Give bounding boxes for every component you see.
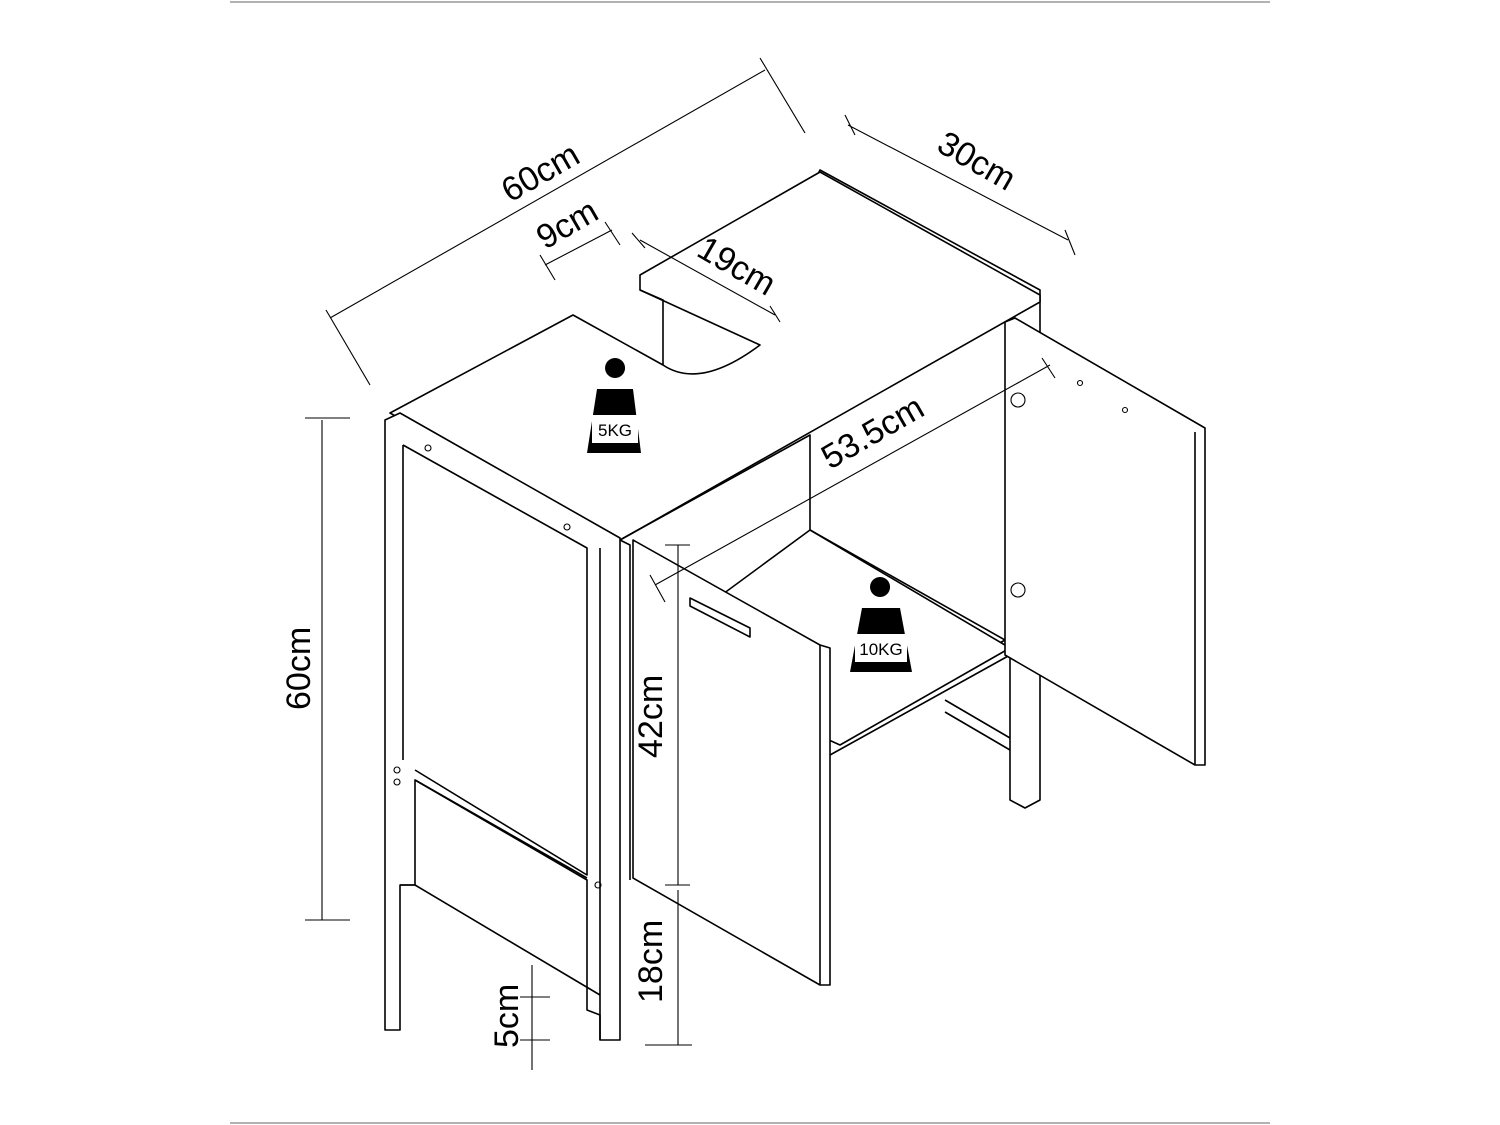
weight-icon bbox=[870, 577, 891, 597]
load-badge-top: 5KG bbox=[587, 358, 641, 453]
left-lower-rail bbox=[400, 779, 601, 996]
cutout-edge bbox=[639, 289, 664, 365]
hinge-hole bbox=[1010, 392, 1026, 408]
leg-dim-line bbox=[520, 965, 550, 1070]
offset-dim-line bbox=[539, 221, 621, 281]
screw-hole bbox=[1076, 379, 1084, 387]
weight-label-box bbox=[855, 634, 907, 662]
screw-hole bbox=[594, 881, 602, 889]
inner-width-dim-line bbox=[649, 357, 1056, 603]
left-side-panel bbox=[402, 444, 588, 876]
door-height-dim-line bbox=[665, 544, 690, 886]
clearance-dim-line bbox=[645, 890, 692, 1046]
height-label: 60cm bbox=[280, 627, 318, 710]
weight-icon bbox=[605, 358, 626, 378]
load-badge-shelf: 10KG bbox=[850, 577, 912, 672]
screw-hole bbox=[563, 523, 571, 531]
depth-dim-line bbox=[844, 114, 1076, 256]
top-load-label: 5KG bbox=[598, 421, 632, 440]
screw-hole bbox=[393, 766, 401, 774]
top-panel bbox=[389, 171, 1041, 541]
front-leg bbox=[599, 539, 631, 1040]
hinge-hole bbox=[1010, 582, 1026, 598]
bottom-rail bbox=[829, 654, 1011, 756]
screw-hole bbox=[1121, 406, 1129, 414]
door-height-label: 42cm bbox=[632, 675, 670, 758]
left-side-frame bbox=[384, 412, 621, 1041]
dimension-lines bbox=[305, 57, 1076, 1070]
screw-hole bbox=[424, 444, 432, 452]
clearance-label: 18cm bbox=[632, 920, 670, 1003]
leg-height-label: 5cm bbox=[488, 984, 526, 1048]
weight-label-box bbox=[592, 415, 638, 443]
depth-label: 30cm bbox=[931, 124, 1022, 198]
door-handle bbox=[689, 597, 751, 638]
height-dim-line bbox=[305, 417, 350, 921]
shelf-load-label: 10KG bbox=[859, 640, 902, 659]
screw-hole bbox=[393, 778, 401, 786]
cabinet bbox=[384, 169, 1206, 1041]
offset-label: 9cm bbox=[530, 192, 605, 257]
cutout-dim-line bbox=[631, 232, 781, 323]
right-door bbox=[1004, 317, 1206, 766]
width-dim-line bbox=[325, 57, 806, 386]
